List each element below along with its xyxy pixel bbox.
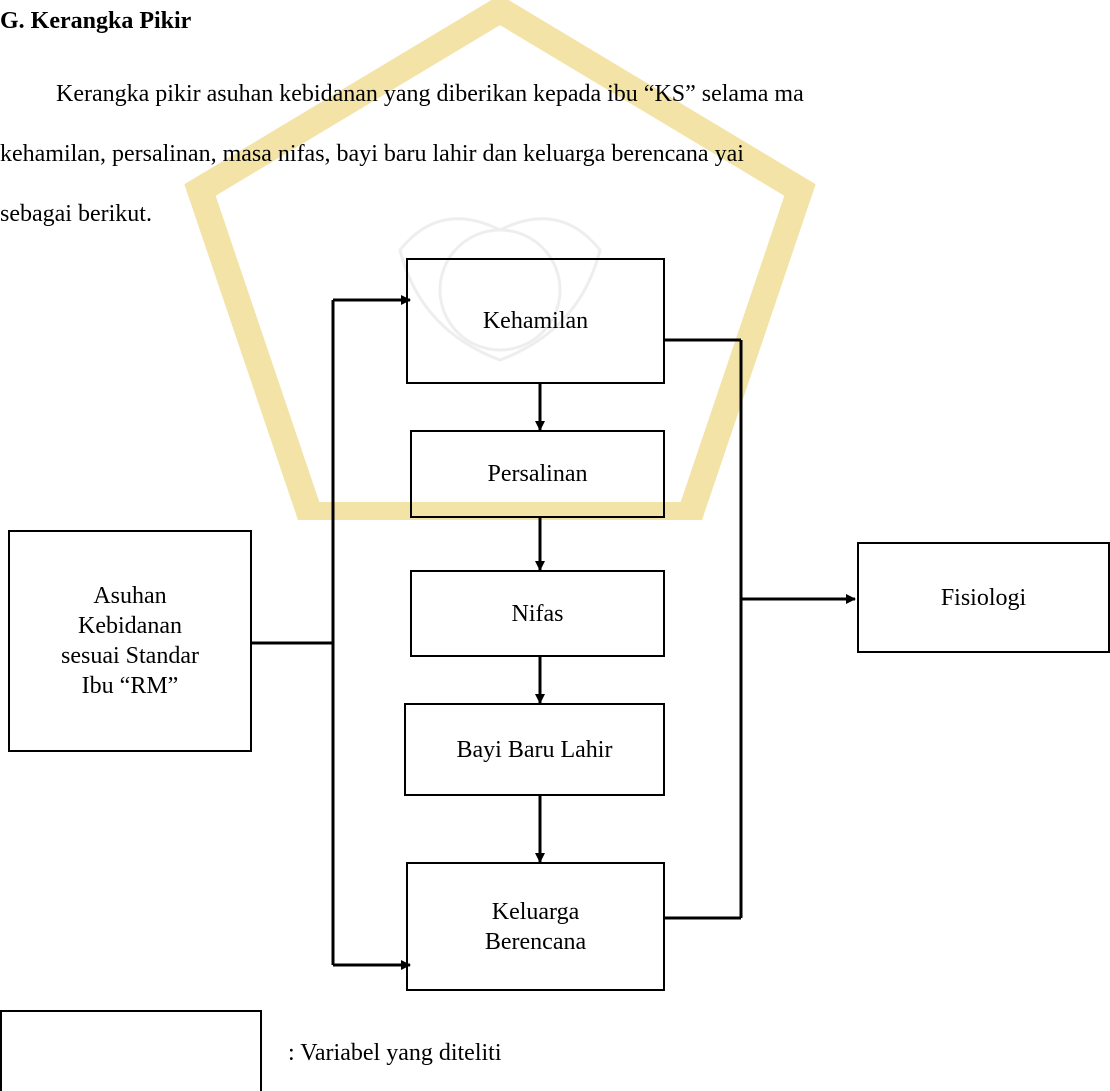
stage-persalinan: Persalinan (410, 430, 665, 518)
input-line: sesuai Standar (61, 643, 199, 669)
input-box-label: Asuhan Kebidanan sesuai Standar Ibu “RM” (61, 581, 199, 701)
stage-label: Keluarga Berencana (485, 897, 586, 957)
stage-label-line: Keluarga (491, 898, 580, 925)
watermark-emblem (398, 217, 602, 362)
input-line: Asuhan (93, 583, 167, 609)
input-line: Kebidanan (78, 613, 182, 639)
intro-paragraph: Kerangka pikir asuhan kebidanan yang dib… (0, 64, 1100, 244)
stage-label: Persalinan (487, 461, 588, 487)
output-label: Fisiologi (940, 584, 1027, 611)
stage-keluarga-berencana: Keluarga Berencana (406, 862, 665, 991)
stage-label: Nifas (511, 600, 564, 627)
stage-bayi-baru-lahir: Bayi Baru Lahir (404, 703, 665, 796)
paragraph-line: sebagai berikut. (0, 201, 152, 227)
stage-label: Bayi Baru Lahir (456, 736, 613, 763)
watermark-pentagon (184, 0, 816, 520)
legend-text: : Variabel yang diteliti (288, 1040, 502, 1066)
input-line: Ibu “RM” (81, 673, 179, 699)
paragraph-line: kehamilan, persalinan, masa nifas, bayi … (0, 141, 744, 167)
watermark-seal (184, 0, 816, 520)
stage-nifas: Nifas (410, 570, 665, 657)
paragraph-line: Kerangka pikir asuhan kebidanan yang dib… (56, 81, 804, 107)
stage-label: Kehamilan (482, 308, 589, 334)
input-box: Asuhan Kebidanan sesuai Standar Ibu “RM” (8, 530, 252, 752)
section-heading: G. Kerangka Pikir (0, 8, 192, 34)
output-box-fisiologi: Fisiologi (857, 542, 1110, 653)
legend-box (0, 1010, 262, 1091)
stage-kehamilan: Kehamilan (406, 258, 665, 384)
stage-label-line: Berencana (484, 928, 587, 955)
